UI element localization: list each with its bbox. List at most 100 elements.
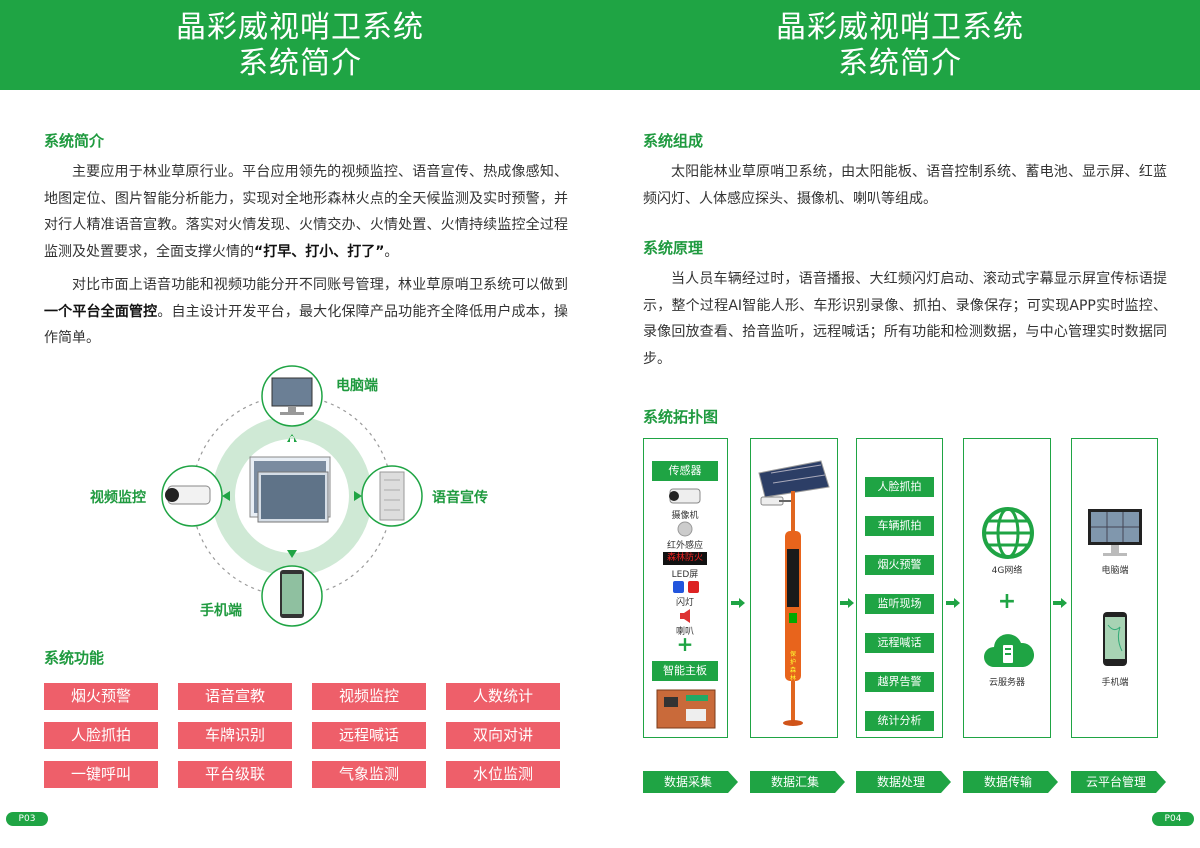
infrared-label: 红外感应 <box>666 541 703 551</box>
mainboard-icon <box>656 689 716 729</box>
arrow-right-icon <box>946 598 960 608</box>
footer-step-5: 云平台管理 <box>1071 771 1166 793</box>
processing-tag: 统计分析 <box>865 711 934 731</box>
func-heading: 系统功能 <box>44 649 105 667</box>
processing-tag: 监听现场 <box>865 594 934 614</box>
function-tag: 远程喊话 <box>312 722 426 749</box>
function-tag: 平台级联 <box>178 761 292 788</box>
function-tag: 人数统计 <box>446 683 560 710</box>
processing-tag: 人脸抓拍 <box>865 477 934 497</box>
intro-heading: 系统简介 <box>44 132 105 150</box>
camera-node <box>161 465 223 527</box>
network-label: 4G网络 <box>991 566 1023 576</box>
footer-step-label: 数据处理 <box>877 774 925 789</box>
arrow-up-icon <box>287 434 297 442</box>
plus-sign: + <box>676 632 694 656</box>
footer-step-label: 数据传输 <box>984 774 1032 789</box>
arrow-left-icon <box>222 491 230 501</box>
pole-screen-text: 保护森林 <box>790 651 797 682</box>
cloud-label: 云服务器 <box>988 678 1025 688</box>
left-page: 晶彩威视哨卫系统 系统简介 系统简介 主要应用于林业草原行业。平台应用领先的视频… <box>0 0 600 826</box>
flash-label: 闪灯 <box>675 598 694 608</box>
processing-tag: 远程喊话 <box>865 633 934 653</box>
pc-node <box>261 365 323 427</box>
processing-column: 人脸抓拍 车辆抓拍 烟火预警 监听现场 远程喊话 越界告警 统计分析 <box>856 438 943 738</box>
intro-p2-emphasis: 一个平台全面管控 <box>44 303 158 320</box>
function-tag: 语音宣教 <box>178 683 292 710</box>
right-page: 晶彩威视哨卫系统 系统简介 系统组成 太阳能林业草原哨卫系统，由太阳能板、语音控… <box>600 0 1200 848</box>
topology-heading: 系统拓扑图 <box>643 408 719 426</box>
system-diagram: 电脑端 视频监控 语音宣传 手机端 <box>90 365 488 627</box>
sentry-pole-icon <box>758 460 830 726</box>
footer-step-3: 数据处理 <box>856 771 951 793</box>
plus-sign: + <box>997 589 1017 614</box>
footer-step-label: 数据汇集 <box>771 774 819 789</box>
board-tag: 智能主板 <box>652 661 718 681</box>
banner-subtitle: 系统简介 <box>238 46 362 81</box>
principle-heading: 系统原理 <box>643 239 704 257</box>
footer-step-label: 云平台管理 <box>1086 774 1146 789</box>
function-tag: 视频监控 <box>312 683 426 710</box>
phone-label: 手机端 <box>1101 678 1129 688</box>
transmission-column: 4G网络 + 云服务器 <box>963 438 1051 738</box>
composition-text: 太阳能林业草原哨卫系统，由太阳能板、语音控制系统、蓄电池、显示屏、红蓝频闪灯、人… <box>643 164 1167 207</box>
arrow-right-icon <box>354 491 362 501</box>
arrow-right-icon <box>731 598 745 608</box>
right-banner: 晶彩威视哨卫系统 系统简介 <box>600 0 1200 90</box>
function-tag: 水位监测 <box>446 761 560 788</box>
banner-title: 晶彩威视哨卫系统 <box>776 10 1024 45</box>
page-number: P03 <box>6 812 48 826</box>
speaker-node <box>361 465 423 527</box>
processing-tag: 车辆抓拍 <box>865 516 934 536</box>
voice-label: 语音宣传 <box>432 489 488 506</box>
cloud-server-icon <box>984 634 1034 667</box>
footer-step-4: 数据传输 <box>963 771 1058 793</box>
arrow-down-icon <box>287 550 297 558</box>
page-number: P04 <box>1152 812 1194 826</box>
intro-p1-end: 。 <box>384 243 399 260</box>
intro-p2-text: 对比市面上语音功能和视频功能分开不同账号管理，林业草原哨卫系统可以做到 <box>72 277 568 293</box>
function-tag: 人脸抓拍 <box>44 722 158 749</box>
intro-p1-text: 主要应用于林业草原行业。平台应用领先的视频监控、语音宣传、热成像感知、地图定位、… <box>44 164 568 260</box>
sensor-tag: 传感器 <box>652 461 718 481</box>
flash-light-icon <box>673 581 699 593</box>
camera-icon <box>669 488 701 504</box>
globe-icon <box>982 507 1034 559</box>
intro-p2-end: 。自主设计开发平台，最大化保障产品功能齐全降低用户成本，操作简单。 <box>44 303 569 347</box>
monitor-icon <box>1088 509 1142 556</box>
pc-label: 电脑端 <box>336 377 378 394</box>
processing-tag: 越界告警 <box>865 672 934 692</box>
pc-label: 电脑端 <box>1101 566 1129 576</box>
footer-step-1: 数据采集 <box>643 771 738 793</box>
intro-paragraph-1: 主要应用于林业草原行业。平台应用领先的视频监控、语音宣传、热成像感知、地图定位、… <box>44 159 568 265</box>
banner-title: 晶彩威视哨卫系统 <box>176 10 424 45</box>
function-tag: 烟火预警 <box>44 683 158 710</box>
phone-icon <box>1103 612 1127 666</box>
footer-step-label: 数据采集 <box>664 774 712 789</box>
video-label: 视频监控 <box>90 489 146 506</box>
left-banner: 晶彩威视哨卫系统 系统简介 <box>0 0 600 90</box>
horn-icon <box>680 609 690 623</box>
composition-heading: 系统组成 <box>643 132 704 150</box>
function-tag: 一键呼叫 <box>44 761 158 788</box>
mobile-label: 手机端 <box>200 602 242 619</box>
camera-label: 摄像机 <box>671 511 699 521</box>
led-label: LED屏 <box>671 570 699 580</box>
processing-tag: 烟火预警 <box>865 555 934 575</box>
function-tag: 气象监测 <box>312 761 426 788</box>
infrared-sensor-icon <box>677 521 693 537</box>
principle-text: 当人员车辆经过时，语音播报、大红频闪灯启动、滚动式字幕显示屏宣传标语提示，整个过… <box>643 271 1167 367</box>
horn-label: 喇叭 <box>675 627 694 637</box>
phone-node <box>261 565 323 627</box>
footer-step-2: 数据汇集 <box>750 771 845 793</box>
function-tag: 车牌识别 <box>178 722 292 749</box>
collection-column: 传感器 摄像机 红外感应 森林防火 LED屏 闪灯 喇叭 + 智能主板 <box>643 438 728 738</box>
banner-subtitle: 系统简介 <box>838 46 962 81</box>
platform-column: 电脑端 手机端 <box>1071 438 1158 738</box>
center-monitors-icon <box>249 456 331 523</box>
intro-paragraph-2: 对比市面上语音功能和视频功能分开不同账号管理，林业草原哨卫系统可以做到一个平台全… <box>44 272 568 352</box>
function-tag: 双向对讲 <box>446 722 560 749</box>
intro-p1-emphasis: “打早、打小、打了” <box>254 243 385 260</box>
pole-column: 保护森林 <box>750 438 838 738</box>
arrow-right-icon <box>840 598 854 608</box>
